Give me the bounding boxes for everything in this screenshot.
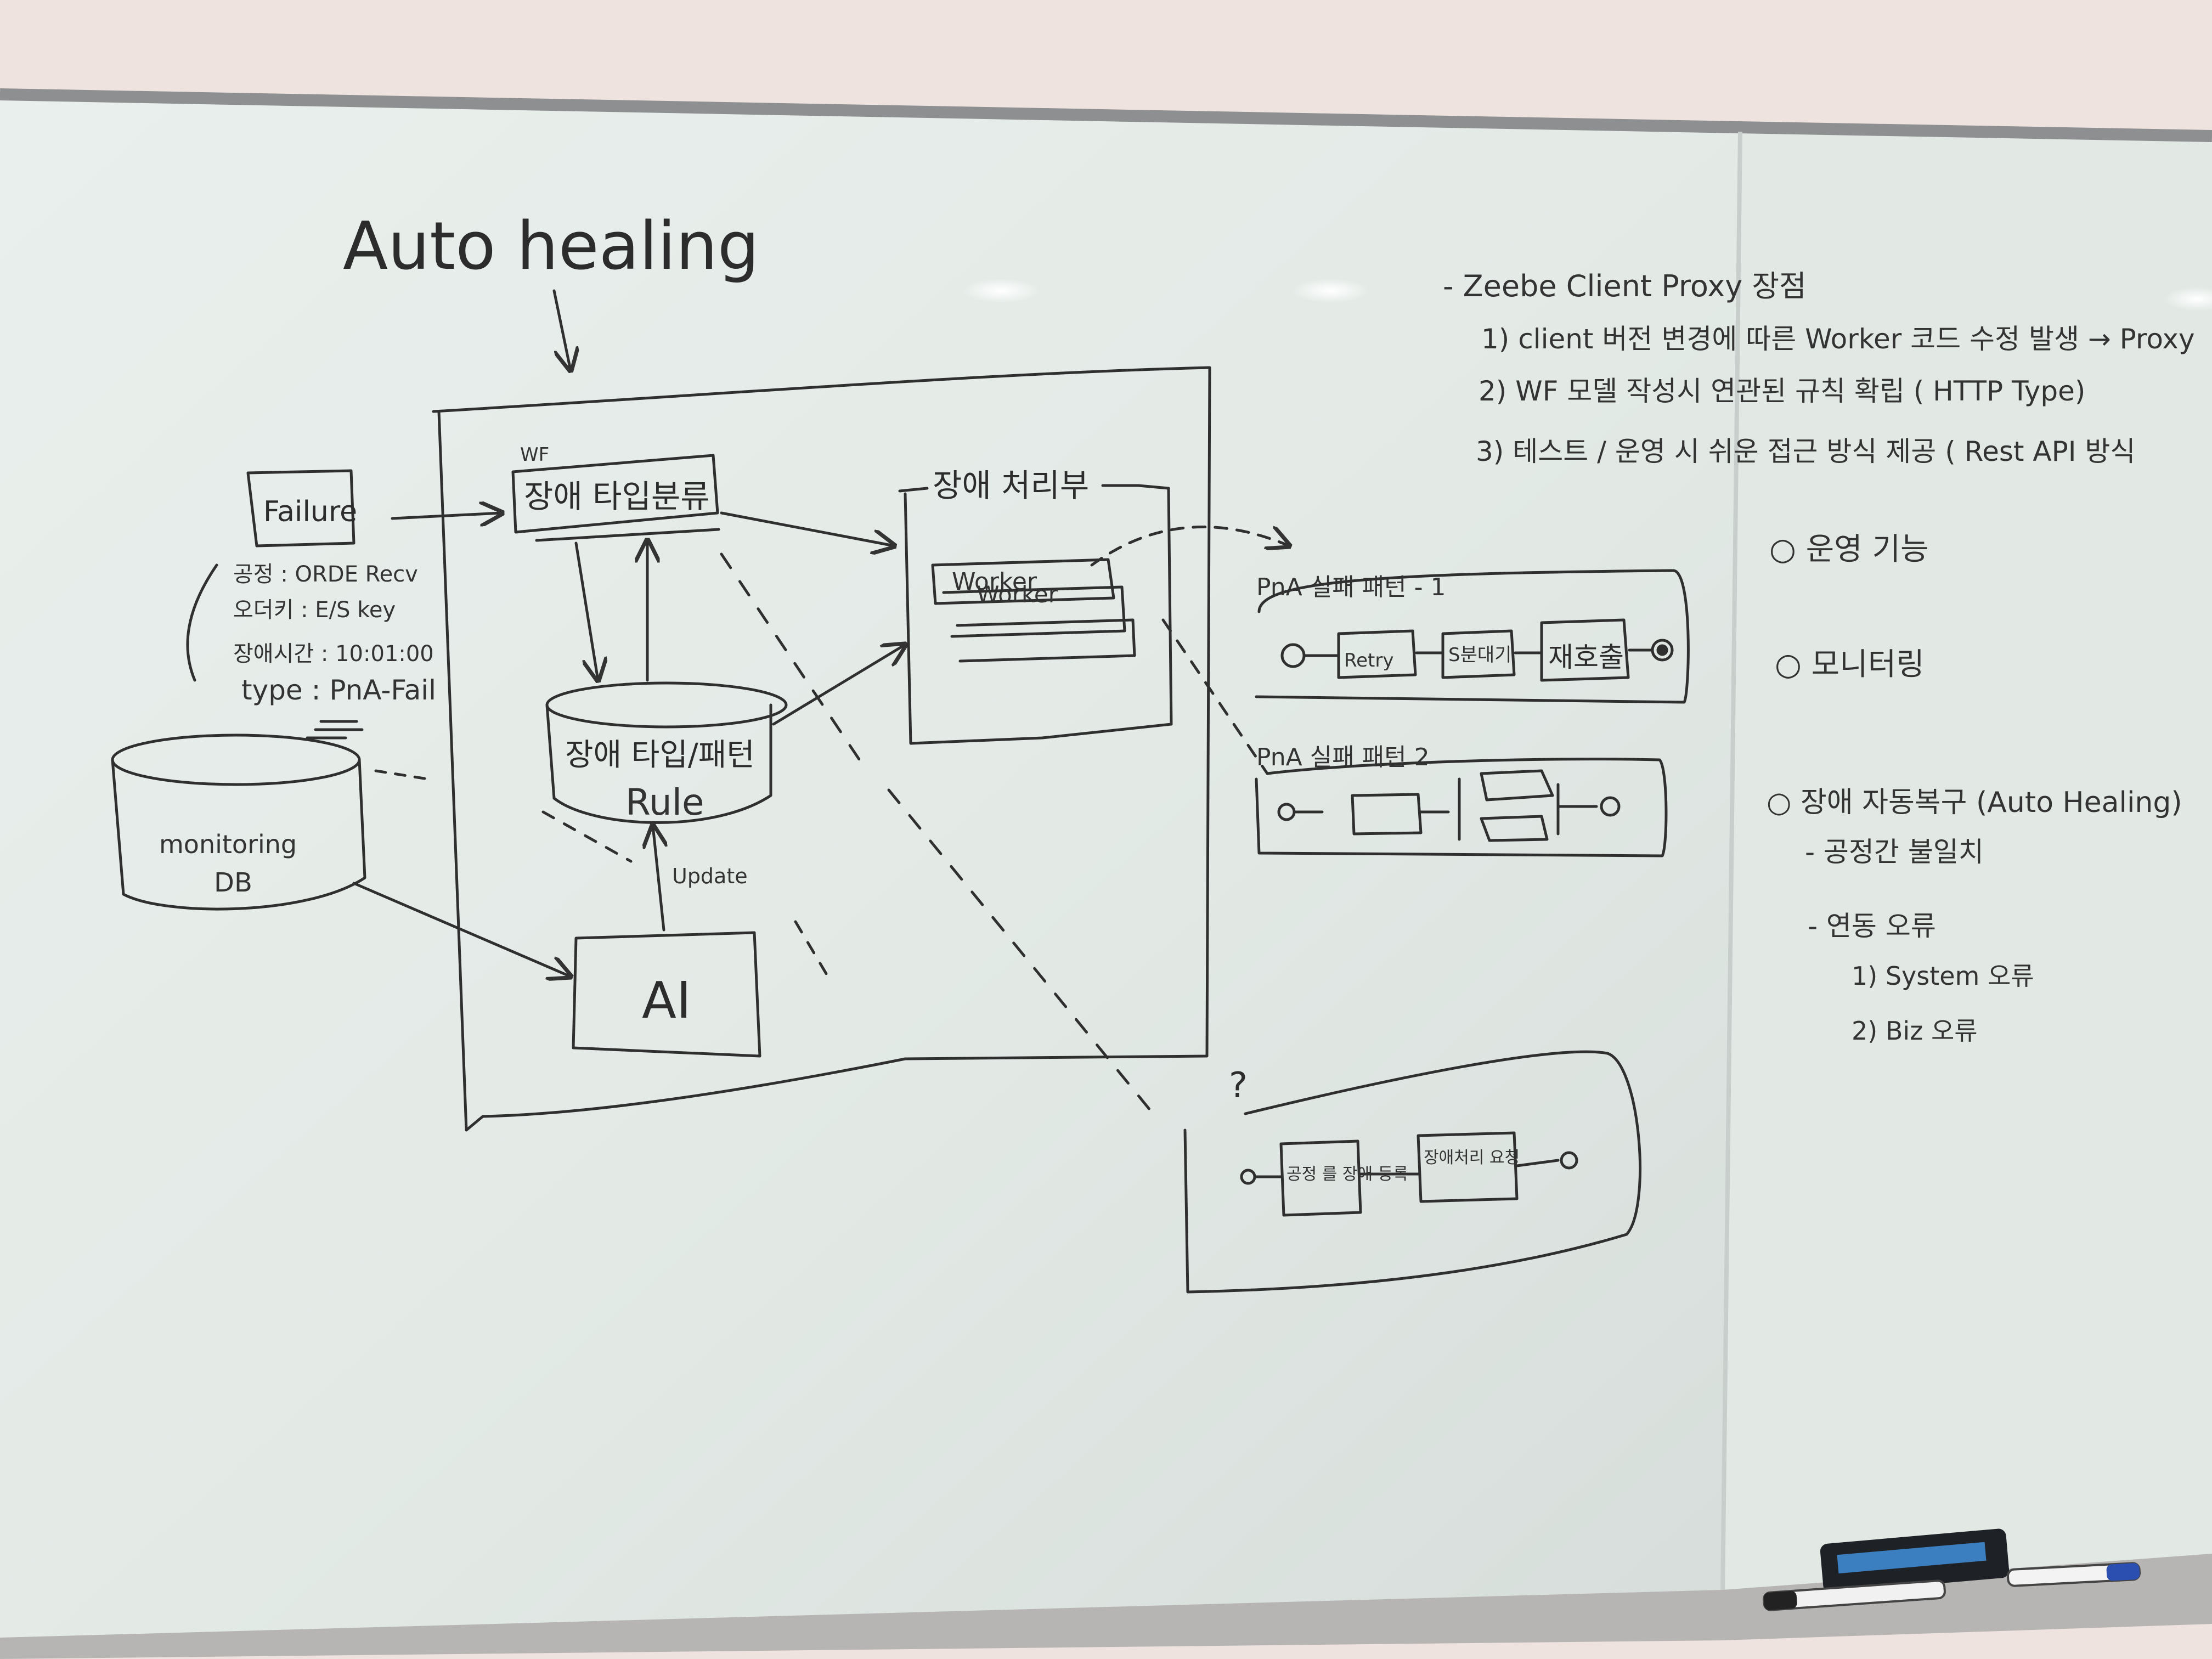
ai-box: AI (572, 931, 761, 1058)
underline-marks (306, 720, 364, 740)
details-bracket (186, 563, 218, 682)
subitem-integration-error: - 연동 오류 (1808, 910, 1936, 942)
failure-type-classification-box: 장애 타입분류 (511, 454, 720, 542)
pattern-3-frame (1183, 1050, 1641, 1294)
ceiling-light-reflection (1292, 279, 1369, 303)
whiteboard-right-panel (1723, 129, 2212, 1594)
whiteboard-marker (2006, 1562, 2141, 1587)
subitem-process-mismatch: - 공정간 불일치 (1805, 836, 1984, 868)
classify-to-handler-arrow (720, 511, 894, 546)
svg-text:AI: AI (642, 971, 691, 1030)
svg-text:type : PnA-Fail: type : PnA-Fail (241, 674, 436, 706)
auto-healing-system-boundary (432, 366, 1211, 1132)
handler-to-pattern1-arrow (1090, 526, 1289, 567)
pattern-1-step-retry: Retry (1344, 650, 1393, 672)
pattern-2-flow (1277, 769, 1621, 842)
svg-text:monitoring: monitoring (159, 830, 297, 859)
svg-text:DB: DB (214, 867, 252, 898)
ceiling-light-reflection (963, 279, 1040, 303)
db-to-ai-arrow (352, 882, 571, 977)
subitem-system-error: 1) System 오류 (1852, 961, 2034, 991)
pattern-3-step-register: 공정 를 장애 등록 (1286, 1165, 1408, 1184)
svg-text:Failure: Failure (263, 495, 357, 528)
rule-db-cylinder: 장애 타입/패턴 Rule (545, 681, 788, 824)
pattern-1-flow (1280, 618, 1674, 682)
failure-handler-title: 장애 처리부 (933, 467, 1089, 504)
dashed-guide-line (1161, 618, 1269, 775)
pattern-3-step-request: 장애처리 요청 (1424, 1148, 1520, 1167)
failure-box: Failure (246, 469, 357, 548)
question-mark: ? (1229, 1065, 1248, 1106)
dashed-guide-line (720, 552, 863, 764)
failure-to-classify-arrow (391, 513, 502, 518)
whiteboard-marker (1763, 1579, 1946, 1611)
failure-details: 공정 : ORDE Recv 오더키 : E/S key 장애시간 : 10:0… (233, 562, 436, 706)
svg-text:장애시간 : 10:01:00: 장애시간 : 10:01:00 (233, 641, 434, 667)
dashed-guide-line (374, 769, 430, 781)
pattern-2-frame (1255, 758, 1668, 857)
svg-text:Worker: Worker (952, 568, 1037, 596)
handler-frame (898, 484, 1173, 745)
pattern-1-frame (1255, 569, 1690, 704)
worker-stack: Worker Worker (931, 558, 1136, 663)
section-operations: ○ 운영 기능 (1769, 532, 1929, 567)
proxy-point-1: 1) client 버전 변경에 따른 Worker 코드 수정 발생 → Pr… (1481, 323, 2195, 355)
proxy-heading: - Zeebe Client Proxy 장점 (1443, 269, 1807, 303)
svg-text:장애 타입/패턴: 장애 타입/패턴 (565, 737, 755, 773)
pattern-3-flow (1240, 1131, 1578, 1217)
classify-to-rule-arrow (574, 541, 598, 680)
board-frame-top (0, 88, 2212, 142)
svg-text:Worker: Worker (977, 581, 1058, 608)
ceiling-light-reflection (2164, 287, 2212, 311)
board-eraser (1820, 1528, 2010, 1593)
pattern-1-step-recall: 재호출 (1548, 641, 1624, 673)
pattern-1-step-wait: S분대기 (1448, 644, 1511, 666)
svg-text:Rule: Rule (625, 781, 704, 823)
section-monitoring: ○ 모니터링 (1775, 647, 1925, 682)
monitoring-db-cylinder: monitoring DB (111, 733, 366, 911)
svg-text:장애 타입분류: 장애 타입분류 (524, 478, 710, 515)
rule-to-handler-arrow (772, 645, 905, 726)
dashed-guide-line (541, 810, 633, 863)
title-down-arrow (552, 289, 571, 370)
ai-to-rule-arrow (653, 826, 664, 932)
section-auto-healing: ○ 장애 자동복구 (Auto Healing) (1767, 786, 2182, 819)
whiteboard-left-panel (0, 96, 1739, 1643)
dashed-guide-line (887, 788, 1159, 1121)
proxy-point-2: 2) WF 모델 작성시 연관된 규칙 확립 ( HTTP Type) (1479, 375, 2085, 407)
subitem-biz-error: 2) Biz 오류 (1852, 1016, 1978, 1046)
board-divider (1720, 131, 1742, 1594)
auto-healing-title: Auto healing (343, 208, 759, 285)
svg-text:오더키 : E/S key: 오더키 : E/S key (233, 597, 396, 623)
svg-text:공정 : ORDE Recv: 공정 : ORDE Recv (233, 562, 418, 587)
marker-tray (0, 1554, 2212, 1659)
dashed-guide-line (794, 920, 833, 984)
proxy-point-3: 3) 테스트 / 운영 시 쉬운 접근 방식 제공 ( Rest API 방식 (1476, 436, 2135, 467)
update-label: Update (672, 864, 748, 888)
wf-label: WF (520, 444, 549, 466)
